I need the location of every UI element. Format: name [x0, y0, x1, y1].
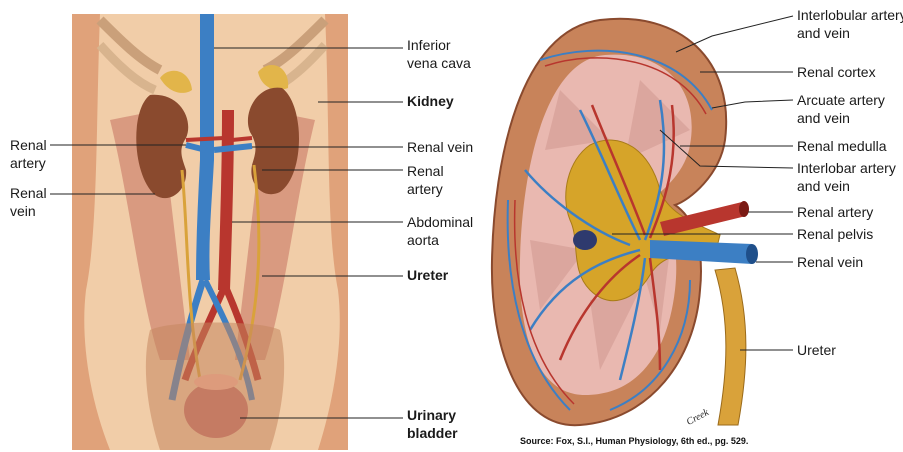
urinary-bladder — [184, 382, 248, 438]
label-urinary-bladder: Urinary bladder — [407, 406, 458, 442]
label-renal-pelvis: Renal pelvis — [797, 225, 873, 243]
renal-vein-right — [214, 146, 252, 150]
label-kidney: Kidney — [407, 92, 454, 110]
source-citation: Source: Fox, S.I., Human Physiology, 6th… — [520, 436, 748, 446]
label-renal-artery: Renal artery — [797, 203, 873, 221]
label-renal-cortex: Renal cortex — [797, 63, 876, 81]
label-ureter-left-figure: Ureter — [407, 266, 448, 284]
label-inferior-vena-cava: Inferior vena cava — [407, 36, 471, 72]
renal-sinus-shadow — [573, 230, 597, 250]
label-interlobar: Interlobar artery and vein — [797, 159, 896, 195]
label-renal-vein-right: Renal vein — [407, 138, 473, 156]
renal-vein-lumen — [746, 244, 758, 264]
urinary-system-illustration — [72, 14, 348, 450]
label-renal-artery-right: Renal artery — [407, 162, 444, 198]
bladder-dome — [194, 374, 238, 390]
label-renal-medulla: Renal medulla — [797, 137, 887, 155]
label-interlobular: Interlobular artery and vein — [797, 6, 903, 42]
label-renal-vein-left: Renal vein — [10, 184, 47, 220]
label-abdominal-aorta: Abdominal aorta — [407, 213, 473, 249]
label-ureter-right-figure: Ureter — [797, 341, 836, 359]
ureter-tube — [715, 268, 746, 425]
renal-artery-left — [186, 138, 224, 140]
kidney-section-illustration — [492, 19, 758, 425]
renal-artery-right — [232, 138, 252, 140]
renal-artery-lumen — [739, 201, 749, 217]
label-arcuate: Arcuate artery and vein — [797, 91, 885, 127]
label-renal-vein: Renal vein — [797, 253, 863, 271]
label-renal-artery-left: Renal artery — [10, 136, 47, 172]
